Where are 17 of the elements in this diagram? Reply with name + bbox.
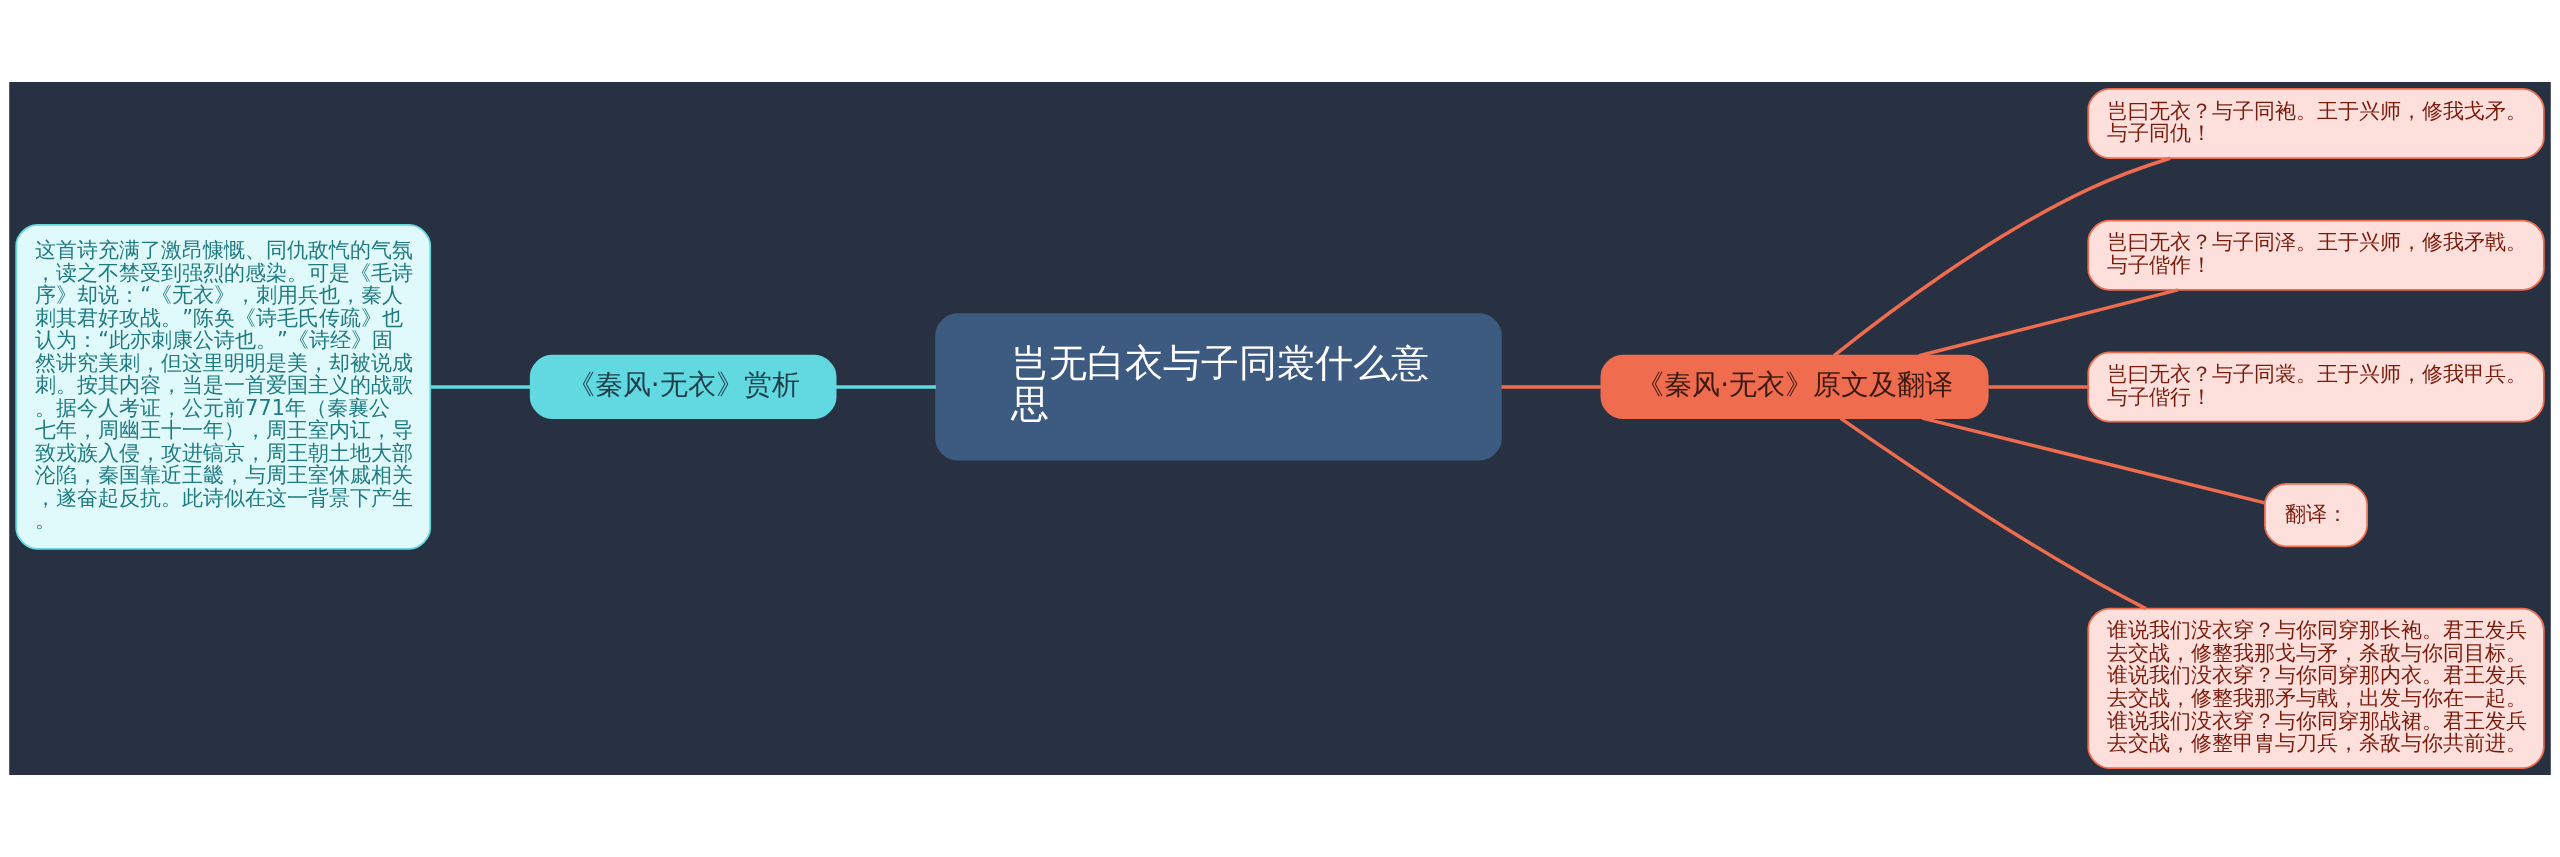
- node-box: 岂曰无衣？与子同泽。王于兴师，修我矛戟。与子偕作！: [2087, 219, 2545, 291]
- node-box: 岂曰无衣？与子同袍。王于兴师，修我戈矛。与子同仇！: [2087, 88, 2545, 160]
- node-box: 《秦风·无衣》原文及翻译: [1600, 354, 1989, 419]
- connector: [430, 385, 531, 389]
- connector: [1501, 385, 1601, 389]
- node-box: 这首诗充满了激昂慷慨、同仇敌忾的气氛，读之不禁受到强烈的感染。可是《毛诗序》却说：“《无衣》，刺用兵也，秦人刺其君好攻战。”陈奂《诗毛氏传疏》也认为：“此亦刺康公诗也。”《诗经》固然讲究美刺，但这里明明是美，却被说成刺。按其内容，当是一首爱国主义的战歌。据今人考证，公元前771年（秦襄公七年，周幽王十一年），周王室内讧，导致戎族入侵，攻进镐京，周王朝土地大部沦陷，秦国靠近王畿，与周王室休戚相关，遂奋起反抗。此诗似在这一背景下产生。: [15, 224, 432, 550]
- node-box: 谁说我们没衣穿？与你同穿那长袍。君王发兵去交战，修整我那戈与矛，杀敌与你同目标。谁说我们没衣穿？与你同穿那内衣。君王发兵去交战，修整我那矛与戟，出发与你在一起。谁说我们没衣穿？与你同穿那战裙。君王发兵去交战，修整甲胄与刀兵，杀敌与你共前进。: [2087, 607, 2545, 769]
- node-box: 岂曰无衣？与子同裳。王于兴师，修我甲兵。与子偕行！: [2087, 351, 2545, 423]
- connector: [1921, 416, 2266, 505]
- connector: [1833, 156, 2171, 357]
- node-box: 《秦风·无衣》赏析: [529, 354, 837, 419]
- connector: [1839, 416, 2147, 611]
- node-box: 翻译：: [2264, 483, 2368, 548]
- connector: [1988, 385, 2088, 389]
- connector: [835, 385, 936, 389]
- connector: [1918, 288, 2179, 358]
- node-box: 岂无白衣与子同裳什么意思: [935, 313, 1502, 461]
